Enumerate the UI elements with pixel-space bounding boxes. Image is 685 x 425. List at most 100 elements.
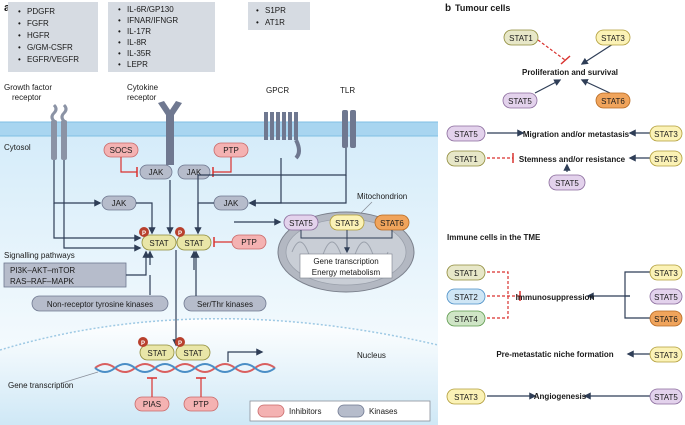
svg-text:•: • bbox=[18, 19, 21, 28]
gpcr-receptor-list: • S1PR • AT1R bbox=[256, 6, 286, 27]
premetastatic-text: Pre-metastatic niche formation bbox=[496, 350, 613, 359]
stemness-stat3-label: STAT3 bbox=[654, 155, 678, 164]
list-item: IFNAR/IFNGR bbox=[127, 16, 178, 25]
cytokine-receptor-label-2: receptor bbox=[127, 93, 157, 102]
list-item: IL-17R bbox=[127, 27, 151, 36]
list-item: FGFR bbox=[27, 19, 49, 28]
gene-transcription-label: Gene transcription bbox=[8, 381, 73, 390]
stemness-stat5 bbox=[548, 174, 586, 191]
mito-stat6-label: STAT6 bbox=[380, 219, 404, 228]
migration-stat3 bbox=[649, 125, 683, 142]
panel-b-inhibit-lines bbox=[487, 39, 566, 319]
svg-text:•: • bbox=[118, 5, 121, 14]
phospho-marker bbox=[175, 337, 185, 347]
pathways-title: Signalling pathways bbox=[4, 251, 75, 260]
tlr-receptor bbox=[342, 110, 356, 148]
list-item: IL-6R/GP130 bbox=[127, 5, 174, 14]
dna-helix bbox=[94, 363, 276, 373]
svg-text:•: • bbox=[18, 7, 21, 16]
angio-text: Angiogenesis bbox=[534, 392, 587, 401]
list-item: HGFR bbox=[27, 31, 50, 40]
list-item: PDGFR bbox=[27, 7, 55, 16]
gpcr-receptor bbox=[264, 112, 301, 160]
phospho-marker bbox=[138, 337, 148, 347]
svg-text:•: • bbox=[256, 18, 259, 27]
pathways-line-2: RAS–RAF–MAPK bbox=[10, 277, 75, 286]
gpcr-receptor-box bbox=[248, 2, 310, 30]
jak-node-left bbox=[139, 164, 173, 180]
mitochondrion-label: Mitochondrion bbox=[357, 192, 407, 201]
stemness-stat1-label: STAT1 bbox=[454, 155, 478, 164]
tumour-cells-title: Tumour cells bbox=[455, 3, 510, 13]
phospho-label: P bbox=[178, 341, 182, 347]
panel-a-label: a bbox=[4, 2, 11, 14]
phospho-marker bbox=[139, 227, 149, 237]
cytosol-label: Cytosol bbox=[4, 143, 31, 152]
svg-text:•: • bbox=[18, 31, 21, 40]
pathways-line-1: PI3K–AKT–mTOR bbox=[10, 266, 75, 275]
immune-title: Immune cells in the TME bbox=[447, 233, 541, 242]
immuno-stat5 bbox=[649, 288, 683, 305]
stat-node-right bbox=[176, 234, 212, 251]
svg-text:•: • bbox=[118, 60, 121, 69]
jak-label-gpcr: JAK bbox=[224, 199, 239, 208]
svg-text:•: • bbox=[18, 55, 21, 64]
nuclear-stat-right bbox=[175, 344, 211, 361]
growth-receptor-list: • PDGFR • FGFR • HGFR • G/GM-CSFR • EGFR… bbox=[18, 7, 79, 64]
jak-label-growth: JAK bbox=[112, 199, 127, 208]
list-item: IL-8R bbox=[127, 38, 147, 47]
immuno-stat5-label: STAT5 bbox=[654, 293, 678, 302]
stat-label-left: STAT bbox=[149, 239, 168, 248]
mito-stat3-label: STAT3 bbox=[335, 219, 359, 228]
immuno-text: Immunosuppression bbox=[516, 293, 595, 302]
ptp-label-mid: PTP bbox=[241, 238, 257, 247]
immuno-stat2-label: STAT2 bbox=[454, 293, 478, 302]
svg-text:•: • bbox=[118, 38, 121, 47]
non-receptor-kinases-node bbox=[31, 295, 169, 312]
phospho-label: P bbox=[142, 231, 146, 237]
signal-arrows bbox=[53, 148, 347, 347]
immuno-stat2 bbox=[446, 288, 486, 305]
prolif-text: Proliferation and survival bbox=[522, 68, 618, 77]
socs-label: SOCS bbox=[110, 146, 133, 155]
mito-stat5-label: STAT5 bbox=[289, 219, 313, 228]
panel-b-label: b bbox=[445, 3, 451, 14]
nucleus-label: Nucleus bbox=[357, 351, 386, 360]
prolif-stat5 bbox=[502, 92, 538, 109]
immuno-stat3-label: STAT3 bbox=[654, 269, 678, 278]
growth-receptor-label-2: receptor bbox=[12, 93, 42, 102]
premetastatic-stat3 bbox=[649, 346, 683, 363]
immuno-stat3 bbox=[649, 264, 683, 281]
growth-receptor-box bbox=[8, 2, 98, 72]
stemness-text: Stemness and/or resistance bbox=[519, 155, 626, 164]
panel-b-inhibit-bars bbox=[512, 55, 571, 301]
migration-text: Migration and/or metastasis bbox=[523, 130, 630, 139]
nuclear-stat-label-left: STAT bbox=[147, 349, 166, 358]
growth-receptor-label: Growth factor bbox=[4, 83, 52, 92]
ser-thr-kinases-node bbox=[183, 295, 267, 312]
immuno-stat1 bbox=[446, 264, 486, 281]
svg-text:•: • bbox=[118, 16, 121, 25]
migration-stat5 bbox=[446, 125, 486, 142]
prolif-stat6-label: STAT6 bbox=[601, 97, 625, 106]
legend-inhibitors-label: Inhibitors bbox=[289, 407, 321, 416]
prolif-stat1 bbox=[503, 29, 539, 46]
legend-kinases-label: Kinases bbox=[369, 407, 397, 416]
phospho-label: P bbox=[141, 341, 145, 347]
list-item: LEPR bbox=[127, 60, 148, 69]
prolif-stat1-label: STAT1 bbox=[509, 34, 533, 43]
angio-stat5-label: STAT5 bbox=[654, 393, 678, 402]
cytokine-receptor-box bbox=[108, 2, 215, 72]
nuclear-stat-left bbox=[139, 344, 175, 361]
mito-function-box bbox=[299, 253, 393, 279]
prolif-stat5-label: STAT5 bbox=[508, 97, 532, 106]
jak-label-right: JAK bbox=[187, 168, 202, 177]
angio-stat5 bbox=[649, 388, 683, 405]
list-item: IL-35R bbox=[127, 49, 151, 58]
stemness-stat1 bbox=[446, 150, 486, 167]
angio-stat3-label: STAT3 bbox=[454, 393, 478, 402]
ptp-label-nucleus: PTP bbox=[193, 400, 209, 409]
mito-function-2: Energy metabolism bbox=[312, 268, 381, 277]
